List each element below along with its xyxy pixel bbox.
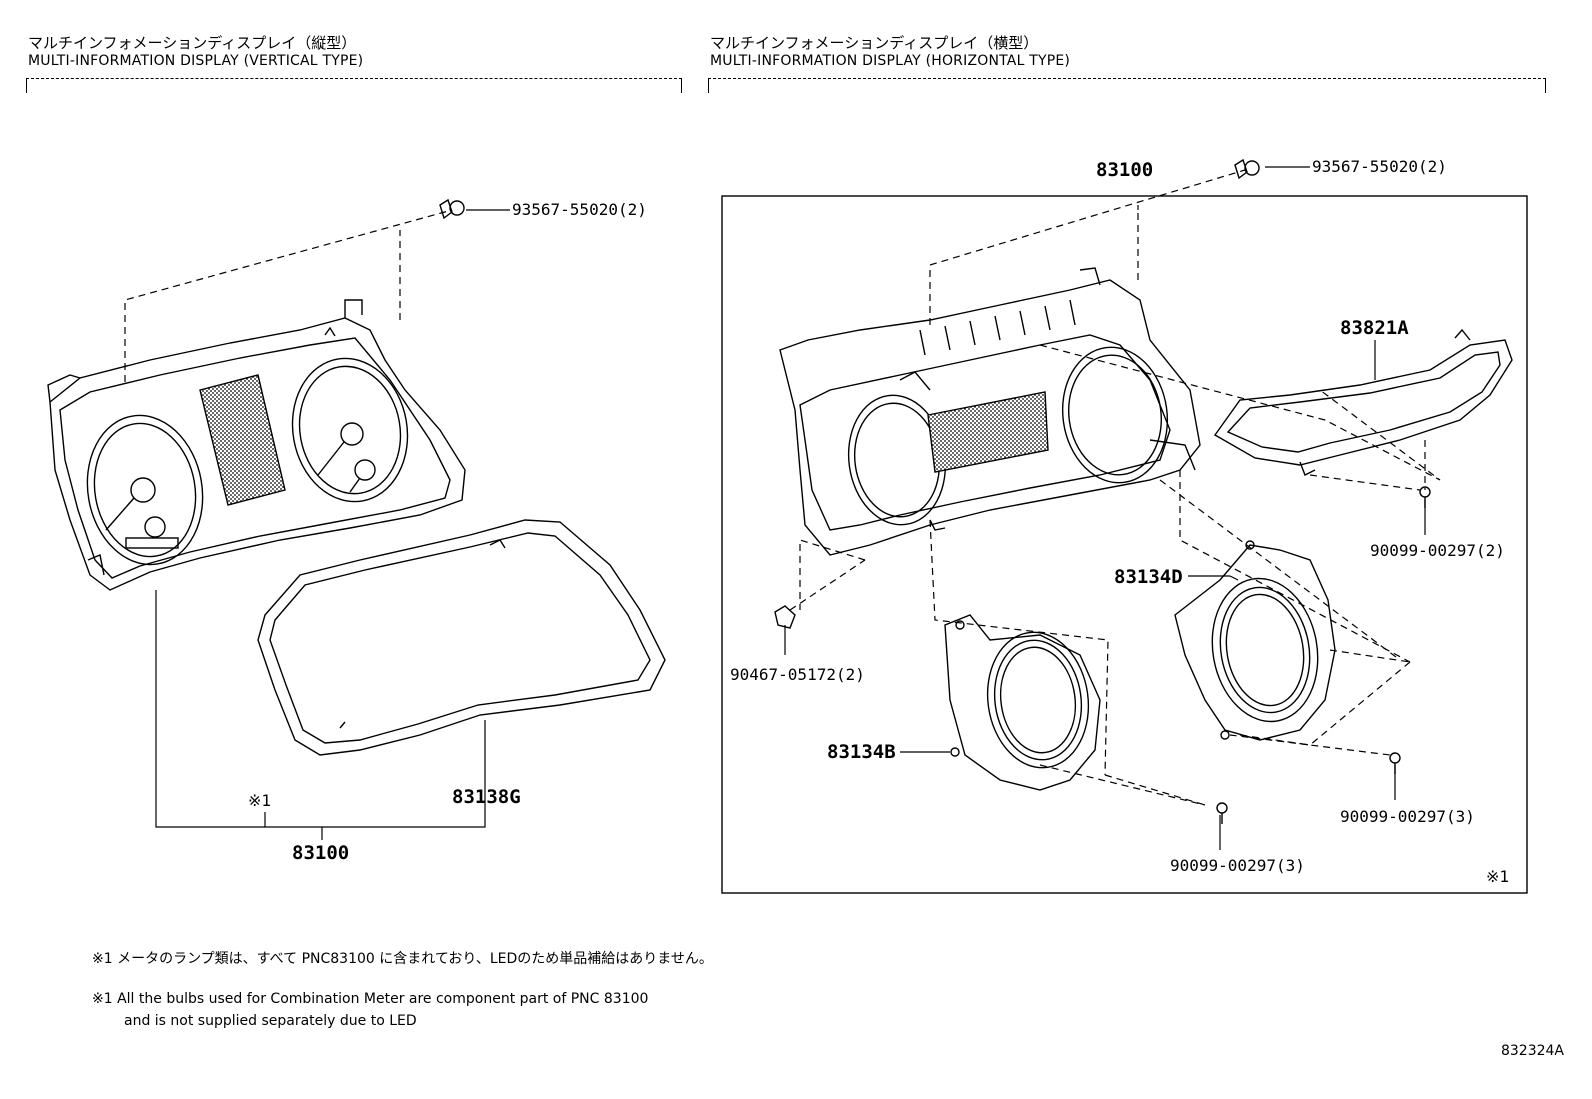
ring-83134b-drawing	[944, 614, 1101, 791]
horizontal-type-header: マルチインフォメーションディスプレイ（横型） MULTI-INFORMATION…	[710, 34, 1070, 70]
vertical-section-bracket	[26, 78, 682, 93]
horizontal-screw-93567	[1234, 158, 1260, 180]
horizontal-section-bracket	[708, 78, 1546, 93]
horizontal-type-title-jp: マルチインフォメーションディスプレイ（横型）	[710, 34, 1039, 52]
part-number-screw-ring-b: 90099-00297(3)	[1170, 856, 1305, 875]
bracket-83821a-drawing	[1213, 328, 1513, 476]
vertical-screw-dashed-leader	[124, 209, 453, 382]
clip-90467	[774, 605, 796, 629]
vertical-meter-assembly-drawing	[47, 299, 466, 591]
note-english-line2: and is not supplied separately due to LE…	[124, 1013, 417, 1029]
part-number-clip-90467: 90467-05172(2)	[730, 665, 865, 684]
note-mark-horizontal: ※1	[1486, 867, 1509, 886]
ring-83134d-drawing	[1174, 540, 1336, 741]
part-number-screw-horizontal-top: 93567-55020(2)	[1312, 157, 1447, 176]
vertical-meter-glass-drawing	[257, 519, 666, 756]
part-number-screw-ring-d: 90099-00297(3)	[1340, 807, 1475, 826]
part-number-bracket-83821a: 83821A	[1340, 317, 1409, 339]
part-number-screw-vertical: 93567-55020(2)	[512, 200, 647, 219]
screw-90099-ring-b	[1216, 802, 1228, 824]
vertical-screw-93567	[439, 198, 465, 220]
note-mark-vertical: ※1	[248, 791, 271, 810]
vertical-type-title-jp: マルチインフォメーションディスプレイ（縦型）	[28, 34, 357, 52]
part-number-assembly-horizontal: 83100	[1096, 159, 1153, 181]
reference-code: 832324A	[1500, 1043, 1564, 1059]
part-number-assembly-vertical: 83100	[292, 842, 349, 864]
horizontal-type-title-en: MULTI-INFORMATION DISPLAY (HORIZONTAL TY…	[710, 53, 1071, 69]
part-number-glass-83138g: 83138G	[452, 786, 521, 808]
vertical-assembly-bracket-line	[155, 590, 486, 828]
vertical-type-header: マルチインフォメーションディスプレイ（縦型） MULTI-INFORMATION…	[28, 34, 363, 70]
note-english-line1: ※1 All the bulbs used for Combination Me…	[92, 991, 649, 1007]
horizontal-dashed-leaders	[789, 169, 1441, 806]
screw-90099-ring-d	[1389, 752, 1401, 774]
part-number-ring-83134b: 83134B	[827, 741, 896, 763]
part-number-screw-bracket: 90099-00297(2)	[1370, 541, 1505, 560]
horizontal-assembly-frame	[721, 195, 1528, 894]
screw-90099-bracket	[1419, 486, 1431, 508]
part-number-ring-83134d: 83134D	[1114, 566, 1183, 588]
note-japanese: ※1 メータのランプ類は、すべて PNC83100 に含まれており、LEDのため…	[92, 951, 713, 967]
horizontal-meter-assembly-drawing	[779, 267, 1201, 556]
vertical-type-title-en: MULTI-INFORMATION DISPLAY (VERTICAL TYPE…	[28, 53, 364, 69]
